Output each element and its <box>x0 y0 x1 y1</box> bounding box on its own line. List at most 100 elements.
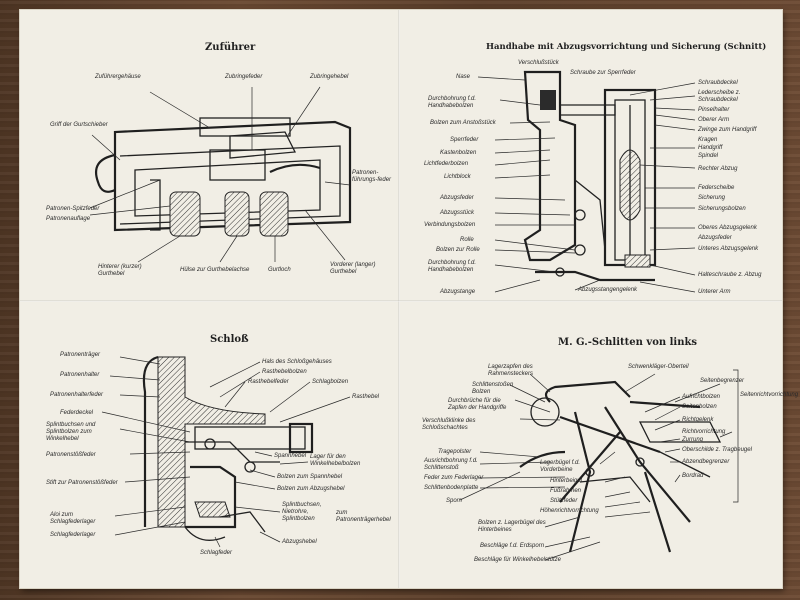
feeder-label: Griff der Gurtschieber <box>50 122 108 128</box>
sled-label-right: Seitenbegrenzer <box>700 378 745 384</box>
grip-label-left: Abzugsfeder <box>440 195 474 201</box>
grip-label-left: Lichtfederbolzen <box>424 161 469 167</box>
grip-label-left: Verschlußstück <box>518 60 559 66</box>
lock-label-right: Rasthebelfeder <box>248 379 289 385</box>
grip-title: Handhabe mit Abzugsvorrichtung und Siche… <box>486 42 767 52</box>
grip-label-left: Sperrfeder <box>450 137 479 143</box>
horizontal-fold-crease <box>20 300 782 302</box>
feeder-title: Zuführer <box>205 42 256 53</box>
grip-label-left: Abzugsstangengelenk <box>578 287 638 293</box>
grip-label-left: Durchbohrung f.d. Handhabebolzen <box>428 96 477 109</box>
feeder-schematic <box>89 86 352 263</box>
grip-label-left: Rolle <box>460 237 474 243</box>
sled-label-left: Sporn <box>446 498 463 504</box>
sled-label-right: Zurrung <box>682 437 704 443</box>
grip-label-right: Lederscheibe z. Schraubdeckel <box>698 90 741 103</box>
lock-label-left: Patronenhalterfeder <box>50 392 104 398</box>
feeder-label: Vorderer (langer) Gurthebel <box>330 262 376 275</box>
lock-label-right: Spannhebel <box>274 453 307 459</box>
lock-label-left: Schlagfederlager <box>50 532 96 538</box>
grip-label-right: Schraube zur Sperrfeder <box>570 70 636 76</box>
lock-label-left: Aloi zum Schlagfederlager <box>50 512 96 525</box>
lock-label-right: Rasthebelbolzen <box>262 369 307 375</box>
lock-label-right: Splintbuchsen, Nietrohre, Splintbolzen <box>282 502 322 522</box>
sled-label-right: Stützfeder <box>550 498 578 504</box>
grip-label-right: Pinselhalter <box>698 107 730 113</box>
sled-label-right: Seitenbolzen <box>682 404 717 410</box>
grip-label-right: Sicherung <box>698 195 726 201</box>
grip-label-right: Zwinge zum Handgriff <box>698 127 757 133</box>
grip-label-right: Spindel <box>698 153 719 159</box>
lock-label-right: Bolzen zum Spannhebel <box>277 474 343 480</box>
sled-label-left: Beschläge f.d. Erdsporn <box>480 543 545 549</box>
grip-label-right: Schraubdeckel <box>698 80 738 86</box>
grip-label-right: Unteres Abzugsgelenk <box>698 246 759 252</box>
lock-label-right: Schlagbolzen <box>312 379 349 385</box>
sled-label-right: Richtvorrichtung <box>682 429 726 435</box>
sled-label-left: Durchbrüche für die Zapfen der Handgriff… <box>448 398 507 411</box>
grip-panel: Handhabe mit Abzugsvorrichtung und Siche… <box>400 10 782 300</box>
grip-schematic <box>477 70 696 293</box>
lock-label-left: Patronenstößfeder <box>46 452 96 458</box>
lock-panel: Schloß <box>20 302 398 588</box>
grip-label-right: Kragen <box>698 137 718 143</box>
sled-label-left: Feder zum Federlager <box>424 475 484 481</box>
grip-label-left: Abzugsstück <box>440 210 475 216</box>
lock-label-right: Abzugshebel <box>282 539 317 545</box>
lock-label-right: Bolzen zum Abzugshebel <box>277 486 345 492</box>
sled-title: M. G.-Schlitten von links <box>558 337 698 348</box>
sled-label-left: Schlittenstoßen Bolzen <box>472 382 514 395</box>
feeder-label: Hülse zur Gurthebelachse <box>180 267 250 273</box>
grip-label-right: Oberer Arm <box>698 117 730 123</box>
sled-label-right: Lagerbügel f.d. Vorderbeine <box>540 460 581 473</box>
grip-label-left: Kastenbolzen <box>440 150 477 156</box>
sled-label-right: Bordrad <box>682 473 704 479</box>
grip-label-left: Verbindungsbolzen <box>424 222 476 228</box>
feeder-label: Patronen-Spitzfeder <box>46 206 100 212</box>
grip-label-right: Unterer Arm <box>698 289 731 295</box>
grip-label-left: Abzugstange <box>440 289 476 295</box>
sled-label-right: Aufrichtbolzen <box>682 394 721 400</box>
lock-title: Schloß <box>210 334 249 345</box>
sled-label-right: Richtgelenk <box>682 417 714 423</box>
sled-label-left: Beschläge für Winkelhebelstütze <box>474 557 561 563</box>
sled-label-right: Fußrahmen <box>550 488 582 494</box>
lock-label-left: Splintbuchsen und Splintbolzen zum Winke… <box>46 422 96 442</box>
sled-label-right: Seitenrichtvorrichtung <box>740 392 799 398</box>
sled-label-left: Bolzen z. Lagerbügel des Hinterbeines <box>478 520 546 533</box>
lock-label-right: Hals des Schloßgehäuses <box>262 359 332 365</box>
grip-label-right: Federscheibe <box>698 185 735 191</box>
lock-label-right: zum Patronenträgerhebel <box>336 510 391 523</box>
lock-schematic <box>101 355 351 548</box>
grip-label-right: Sicherungsbolzen <box>698 206 746 212</box>
lock-label-left: Federdeckel <box>60 410 94 416</box>
grip-label-right: Halteschraube z. Abzug <box>698 272 762 278</box>
lock-label-right: Schlagfeder <box>200 550 233 556</box>
sled-label-left: Lagerzapfen des Rahmensteckers <box>488 364 534 377</box>
sled-label-right: Hinterbeigel <box>550 478 583 484</box>
grip-label-right: Abzugsfeder <box>698 235 732 241</box>
sled-label-right: Schwenkläger-Oberteil <box>628 364 689 370</box>
lock-label-left: Stift zur Patronenstößfeder <box>46 480 118 486</box>
lock-label-left: Patronenhalter <box>60 372 100 378</box>
feeder-label: Patronenauflage <box>46 216 91 222</box>
feeder-label: Zubringefeder <box>225 74 263 80</box>
grip-label-left: Bolzen zum Anstoßstück <box>430 120 496 126</box>
sled-label-left: Schlittenbodenplatte <box>424 485 479 491</box>
grip-label-left: Bolzen zur Rolle <box>436 247 480 253</box>
feeder-panel: Zuführer Zuführergehäuse Zubringefeder Z… <box>20 10 398 300</box>
grip-label-left: Lichtblock <box>444 174 471 180</box>
feeder-label: Zubringehebel <box>310 74 349 80</box>
sled-label-right: Oberschilde z. Tragbeugel <box>682 447 752 453</box>
sled-panel: M. G.-Schlitten von links <box>400 302 799 588</box>
sled-label-left: Ausrichtbohrung f.d. Schlittenstoß <box>424 458 478 471</box>
grip-label-right: Handgriff <box>698 145 723 151</box>
lock-label-right: Rasthebel <box>352 394 380 400</box>
feeder-label: Zuführergehäuse <box>95 74 141 80</box>
grip-label-right: Rechter Abzug <box>698 166 738 172</box>
grip-label-left: Nase <box>456 74 471 80</box>
feeder-label: Gurtloch <box>268 267 291 273</box>
lock-label-left: Patronenträger <box>60 352 101 358</box>
grip-label-left: Durchbohrung f.d. Handhabebolzen <box>428 260 477 273</box>
sled-schematic <box>459 369 739 561</box>
